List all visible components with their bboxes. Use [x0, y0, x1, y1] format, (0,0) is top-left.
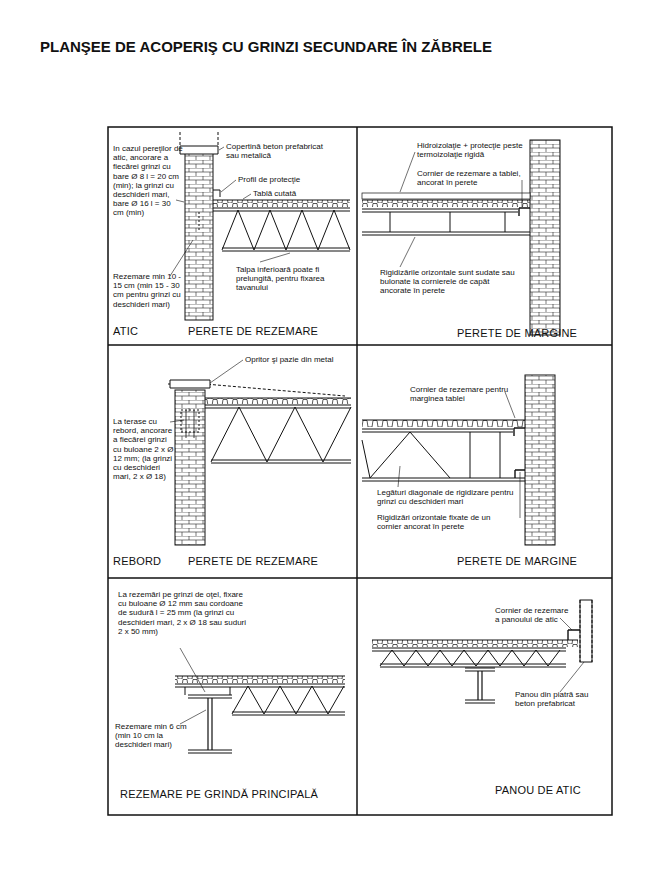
panel-frame — [108, 127, 612, 815]
detail-caption: PERETE DE REZEMARE — [188, 325, 318, 338]
detail-caption: REBORD — [113, 555, 161, 568]
detail-caption: PANOU DE ATIC — [495, 784, 581, 797]
annotation-note: Tablă cutată — [253, 189, 343, 198]
annotation-note: Hidroizolaţie + protecţie peste termoizo… — [417, 141, 527, 159]
annotation-note: Copertină beton prefabricat sau metalică — [226, 142, 336, 160]
annotation-note: La terase cu rebord, ancorare a fiecărei… — [113, 417, 175, 481]
annotation-note: Panou din piatră sau beton prefabricat — [515, 690, 605, 708]
detail-caption: PERETE DE MARGINE — [457, 327, 577, 340]
annotation-note: Rigidizările orizontale sunt sudate sau … — [380, 268, 520, 296]
detail-panel: In cazul pereţilor de atic, ancorare a f… — [108, 127, 357, 345]
detail-caption: REZEMARE PE GRINDĂ PRINCIPALĂ — [120, 788, 318, 801]
upstand-detail — [168, 360, 351, 545]
annotation-note: Cornier de rezemare a tablei, ancorat în… — [417, 169, 527, 187]
detail-panel: Hidroizolaţie + protecţie peste termoizo… — [357, 127, 612, 345]
annotation-note: Cornier de rezemare a panoului de atic — [495, 606, 575, 624]
main-beam-bearing-detail — [175, 648, 345, 753]
parapet-detail — [170, 132, 350, 320]
parapet-panel-detail — [372, 600, 592, 703]
annotation-note: Rezemare min 10 - 15 cm (min 15 - 30 cm … — [113, 272, 188, 309]
sheet-title: PLANŞEE DE ACOPERIŞ CU GRINZI SECUNDARE … — [40, 38, 492, 55]
edge-wall-bracing-detail — [362, 375, 555, 545]
detail-panel: Opritor şi pazie din metal La terase cu r… — [108, 345, 357, 578]
detail-caption: ATIC — [113, 325, 138, 338]
annotation-note: Rezemare min 6 cm (min 10 cm la deschide… — [115, 722, 195, 750]
annotation-note: La rezemări pe grinzi de oţel, fixare cu… — [118, 590, 248, 636]
annotation-note: Rigidizări orizontale fixate de un corni… — [377, 513, 517, 531]
detail-panel: La rezemări pe grinzi de oţel, fixare cu… — [108, 578, 357, 815]
edge-wall-detail — [362, 140, 560, 335]
detail-caption: PERETE DE MARGINE — [457, 555, 577, 568]
annotation-note: In cazul pereţilor de atic, ancorare a f… — [113, 144, 183, 218]
detail-panel: Cornier de rezemare pentru marginea tabl… — [357, 345, 612, 578]
detail-caption: PERETE DE REZEMARE — [188, 555, 318, 568]
annotation-note: Opritor şi pazie din metal — [245, 355, 335, 364]
annotation-note: Talpa inferioară poate fi prelungită, pe… — [236, 265, 351, 293]
annotation-note: Profil de protecţie — [238, 175, 328, 184]
detail-panel: Cornier de rezemare a panoului de aticPa… — [357, 578, 612, 815]
annotation-note: Legături diagonale de rigidizare pentru … — [377, 488, 517, 506]
annotation-note: Cornier de rezemare pentru marginea tabl… — [410, 385, 520, 403]
